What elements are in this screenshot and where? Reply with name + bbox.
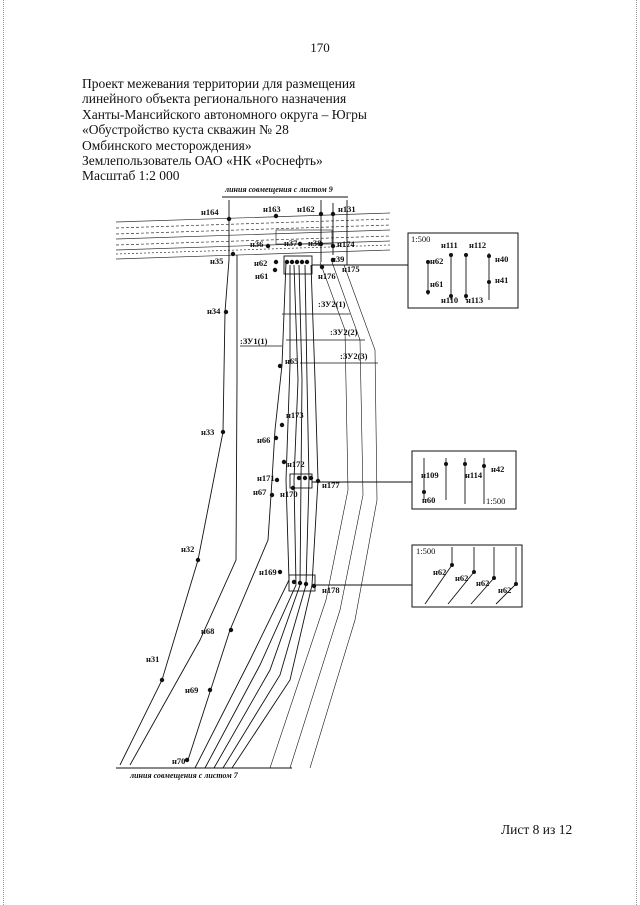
inset-scale: 1:500 (486, 496, 505, 506)
inset-label: н42 (491, 464, 504, 474)
inset-label: н111 (441, 240, 458, 250)
header-line: Проект межевания территории для размещен… (82, 76, 356, 91)
plot-labels: :ЗУ1(1) :ЗУ2(1) :ЗУ2(2) :ЗУ2(3) (240, 299, 368, 361)
point-label: н66 (257, 435, 270, 445)
point-label: н172 (287, 459, 305, 469)
inset-label: н61 (430, 279, 443, 289)
point-label: н31 (146, 654, 159, 664)
inset-label: н110 (441, 295, 458, 305)
document-header: Проект межевания территории для размещен… (82, 76, 412, 184)
point-label: н33 (201, 427, 214, 437)
inset-detail-1: 1:500 н111 н112 н62 н40 н61 н41 н110 н11… (407, 232, 519, 309)
point-label: н171 (257, 473, 275, 483)
inset-label: н62 (476, 578, 489, 588)
inset-label: н62 (433, 567, 446, 577)
detail-boxes (275, 229, 412, 592)
point-label: н39 (331, 254, 344, 264)
point-label: н36 (250, 239, 263, 249)
inset-label: н40 (495, 254, 508, 264)
header-scale: Масштаб 1:2 000 (82, 168, 180, 184)
point-label: н70 (172, 756, 185, 766)
point-label: н38 (308, 238, 321, 248)
inset-detail-3: 1:500 н62 н62 н62 н62 (411, 544, 523, 608)
road-corridor (115, 212, 391, 260)
point-labels: н164 н163 н162 н131 н36 н37 н38 н174 н35… (146, 204, 360, 766)
inset-scale: 1:500 (411, 234, 430, 244)
boundary-lines (119, 200, 378, 769)
bottom-match-line-label: линия совмещения с листом 7 (129, 771, 239, 780)
inset-detail-2: н109 н114 н42 н60 1:500 (411, 450, 517, 510)
point-label: н32 (181, 544, 194, 554)
header-line: линейного объекта регионального назначен… (82, 91, 347, 107)
point-label: н170 (280, 489, 298, 499)
plot-leaders (240, 313, 378, 364)
page-number: 170 (310, 40, 330, 55)
point-label: н175 (342, 264, 360, 274)
point-label: н176 (318, 271, 336, 281)
header-line: «Обустройство куста скважин № 28 (82, 122, 289, 138)
inset-label: н60 (422, 495, 435, 505)
header-line: Ханты-Мансийского автономного округа – Ю… (82, 106, 367, 122)
top-match-line: линия совмещения с листом 9 (222, 185, 348, 198)
point-label: н131 (338, 204, 356, 214)
point-label: н61 (255, 271, 268, 281)
point-label: н69 (185, 685, 198, 695)
point-label: н37 (284, 238, 298, 248)
point-label: н178 (322, 585, 340, 595)
top-match-line-label: линия совмещения с листом 9 (224, 185, 333, 194)
inset-label: н41 (495, 275, 508, 285)
inset-label: н109 (421, 470, 439, 480)
point-label: н169 (259, 567, 277, 577)
point-label: н65 (285, 356, 298, 366)
point-label: н164 (201, 207, 219, 217)
point-label: н62 (254, 258, 267, 268)
right-margin-rule (636, 0, 637, 905)
left-margin-rule (3, 0, 4, 905)
inset-label: н62 (430, 256, 443, 266)
point-label: н177 (322, 480, 340, 490)
inset-label: н62 (455, 573, 468, 583)
inset-label: н62 (498, 585, 511, 595)
plot-label-zu2-3: :ЗУ2(3) (340, 351, 368, 361)
plot-label-zu2-2: :ЗУ2(2) (330, 327, 358, 337)
inset-label: н114 (465, 470, 483, 480)
inset-scale: 1:500 (416, 546, 435, 556)
point-label: н174 (337, 239, 355, 249)
inset-label: н113 (466, 295, 483, 305)
point-label: н68 (201, 626, 214, 636)
point-label: н163 (263, 204, 281, 214)
survey-points (159, 211, 336, 763)
plot-label-zu1-1: :ЗУ1(1) (240, 336, 268, 346)
header-line: Омбинского месторождения» (82, 137, 252, 153)
point-label: н162 (297, 204, 315, 214)
sheet-number: Лист 8 из 12 (501, 822, 573, 837)
plot-label-zu2-1: :ЗУ2(1) (318, 299, 346, 309)
point-label: н35 (210, 256, 223, 266)
point-label: н67 (253, 487, 267, 497)
inset-label: н112 (469, 240, 486, 250)
point-label: н173 (286, 410, 304, 420)
point-label: н34 (207, 306, 221, 316)
header-line: Землепользователь ОАО «НК «Роснефть» (82, 153, 323, 169)
bottom-match-line: линия совмещения с листом 7 (116, 767, 292, 780)
